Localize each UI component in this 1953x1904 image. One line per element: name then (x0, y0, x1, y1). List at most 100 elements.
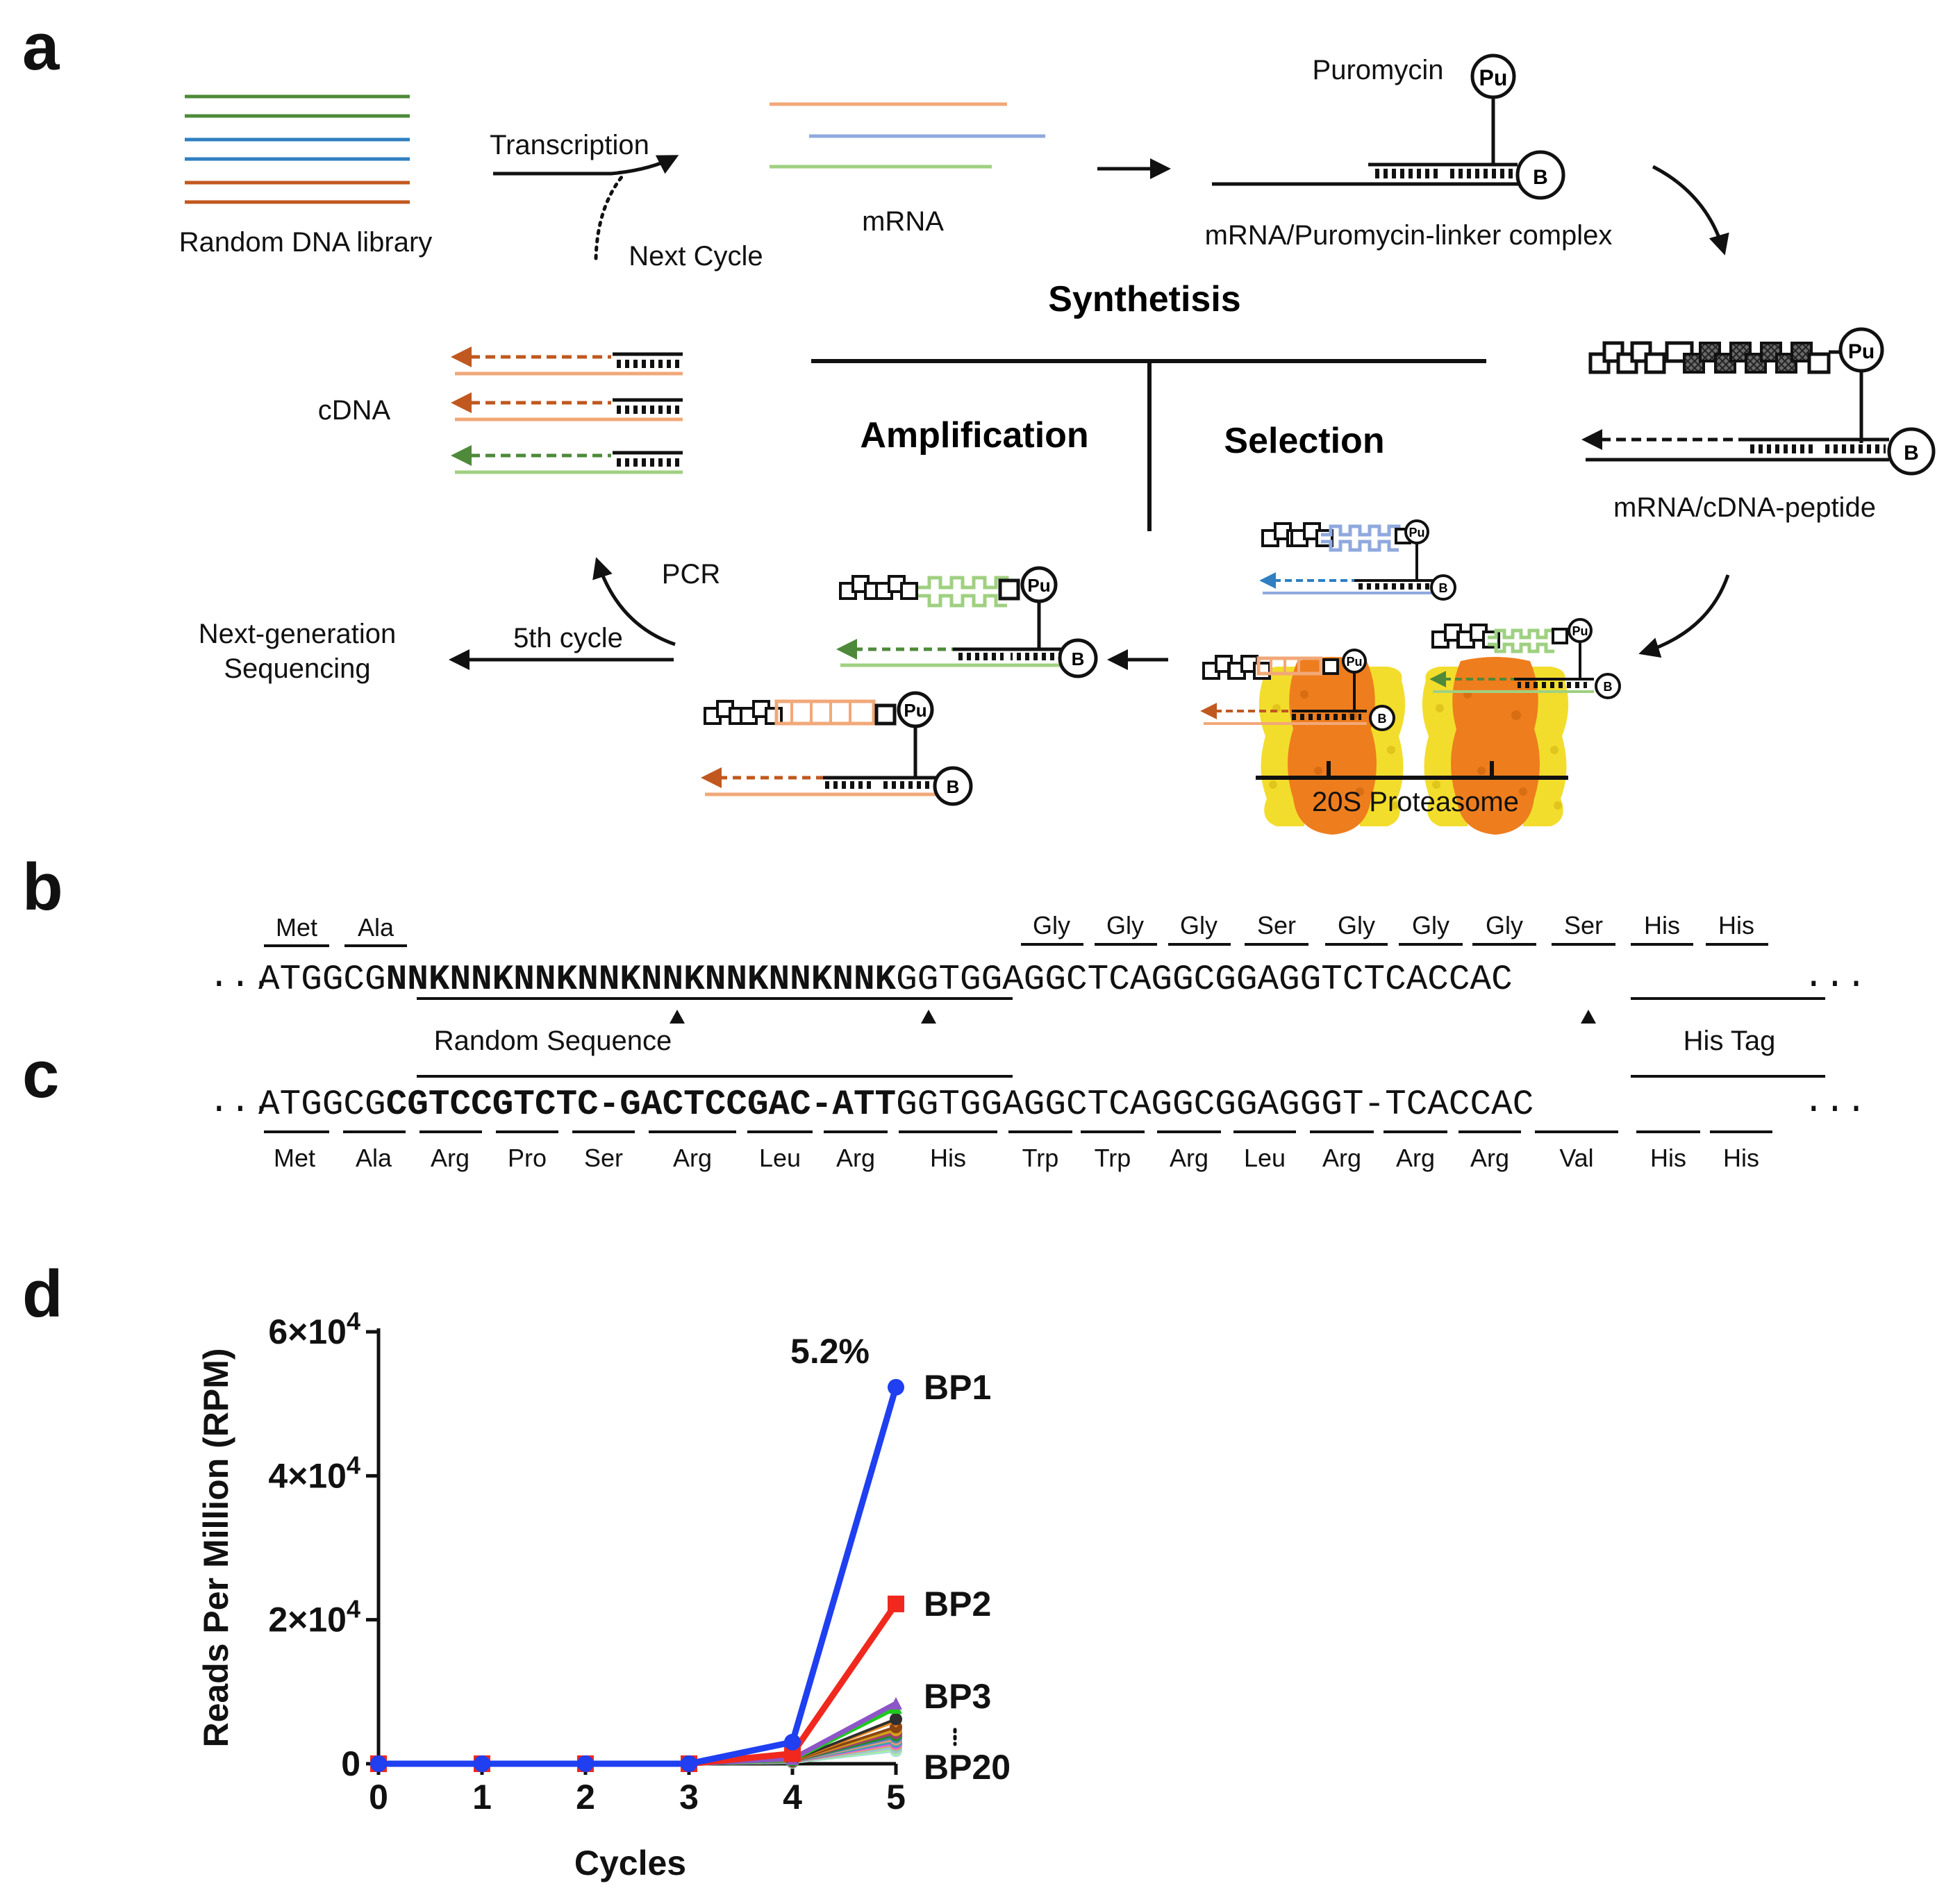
aa-label: Val (1559, 1144, 1593, 1172)
deletion-marker (1581, 1010, 1596, 1024)
biotin-badge-text: B (1378, 712, 1387, 726)
aa-label: Leu (1244, 1144, 1286, 1172)
y-tick-label-exponent: 4 (347, 1307, 360, 1335)
biotin-badge-text: B (1439, 581, 1448, 595)
biotin-badge-text: B (1072, 649, 1085, 669)
series-label: BP3 (924, 1677, 991, 1716)
aa-label: Ala (358, 913, 394, 942)
seq-c-ellipsis-left: ... (208, 1083, 272, 1122)
puromycin-label: Puromycin (1313, 55, 1444, 85)
aa-label: Gly (1338, 911, 1375, 940)
deletion-marker (921, 1010, 936, 1024)
aa-top-bars (264, 943, 1768, 947)
y-tick-label: 4×104 (268, 1451, 360, 1495)
complex-label: mRNA/Puromycin-linker complex (1205, 220, 1613, 251)
x-axis-title: Cycles (574, 1844, 686, 1882)
data-point (888, 1595, 904, 1612)
aa-label: Arg (431, 1144, 469, 1172)
aa-label: Gly (1180, 911, 1217, 940)
data-point (784, 1733, 801, 1751)
panel-label-c: c (22, 1037, 59, 1112)
aa-label: Trp (1095, 1144, 1131, 1172)
puromycin-badge-text: Pu (1346, 655, 1362, 669)
biotin-badge-text: B (947, 776, 960, 797)
selection-label: Selection (1224, 421, 1384, 461)
series-line (379, 1386, 899, 1767)
seq-c-selected: CGTCCGTCTC-GACTCCGAC-ATT (386, 1085, 897, 1125)
cdna-label: cDNA (318, 395, 391, 426)
puromycin-badge (1470, 53, 1516, 99)
random-dna-library-label: Random DNA library (179, 227, 433, 258)
y-tick-label: 6×104 (268, 1307, 360, 1351)
aa-label: His (1650, 1144, 1686, 1172)
puromycin-badge-text: Pu (1572, 624, 1588, 638)
puromycin-badge-text: Pu (1479, 65, 1508, 90)
synthesis-label: Synthetisis (1048, 279, 1240, 319)
y-tick-label-base: 4×10 (268, 1456, 347, 1495)
aa-label: Arg (1396, 1144, 1435, 1172)
aa-label: Met (274, 1144, 315, 1172)
random-sequence-label: Random Sequence (434, 1026, 672, 1056)
y-tick-label-exponent: 4 (347, 1451, 360, 1479)
aa-label: His (1644, 911, 1680, 940)
puromycin-badge-text: Pu (1848, 340, 1875, 363)
puromycin-linker-complex: Pu B (1212, 53, 1565, 200)
aa-label: His (1723, 1144, 1759, 1172)
data-point (890, 1712, 902, 1726)
seq-b-prefix: ATGGCG (258, 960, 386, 1000)
series-label: BP2 (924, 1585, 991, 1623)
data-point (888, 1378, 904, 1396)
aa-label: Trp (1022, 1144, 1059, 1172)
puromycin-badge-text: Pu (1408, 526, 1424, 540)
biotin-badge (1887, 427, 1936, 476)
aa-bottom-labels: Met Ala Arg Pro Ser Arg Leu Arg His Trp … (274, 1144, 1759, 1172)
aa-label: Arg (1322, 1144, 1361, 1172)
to-peptide-arrow (1652, 165, 1729, 256)
x-tick-label: 2 (576, 1778, 595, 1817)
ngs-label-line1: Next-generation (199, 619, 397, 649)
next-cycle-label: Next Cycle (629, 241, 763, 272)
puromycin-badge-text: Pu (1027, 575, 1050, 596)
panel-label-d: d (22, 1257, 63, 1331)
biotin-badge-text: B (1604, 680, 1613, 694)
aa-label: Gly (1486, 911, 1523, 940)
aa-label: Arg (673, 1144, 712, 1172)
aa-top-labels: Met Ala Gly Gly Gly Ser Gly Gly Gly Ser … (276, 911, 1754, 942)
aa-label: Gly (1033, 911, 1070, 940)
seq-b-line: ATGGCGNNKNNKNNKNNKNNKNNKNNKNNKGGTGGAGGCT… (258, 960, 1513, 1000)
panel-c: c ... ATGGCGCGTCCGTCTC-GACTCCGAC-ATTGGTG… (22, 1037, 1867, 1172)
aa-label: Ser (1564, 911, 1603, 940)
pcr-label: PCR (662, 559, 720, 590)
pcr-arrow (592, 557, 676, 646)
y-axis-title: Reads Per Million (RPM) (197, 1348, 235, 1747)
panel-a: a Random DNA library Transcription (22, 10, 1936, 835)
seq-c-prefix: ATGGCG (258, 1085, 386, 1125)
peak-annotation: 5.2% (790, 1332, 870, 1371)
data-point (681, 1755, 697, 1772)
biotin-badge-text: B (1533, 166, 1548, 189)
mrna-cdna-peptide-label: mRNA/cDNA-peptide (1613, 492, 1876, 523)
aa-label: Pro (508, 1144, 547, 1172)
aa-label: Ser (584, 1144, 623, 1172)
fifth-cycle-label: 5th cycle (513, 623, 623, 653)
aa-label: Gly (1106, 911, 1144, 940)
mrna-label: mRNA (862, 206, 944, 237)
aa-label: Gly (1412, 911, 1449, 940)
y-tick-label-exponent: 4 (347, 1595, 360, 1623)
series-label: BP20 (924, 1748, 1011, 1787)
panel-label-a: a (22, 10, 60, 84)
data-point (890, 1696, 902, 1710)
transcription-label: Transcription (490, 130, 649, 160)
mrna-strands (770, 102, 1045, 169)
seq-c-ellipsis-right: ... (1803, 1083, 1867, 1122)
aa-label: Arg (1470, 1144, 1509, 1172)
data-point (474, 1755, 490, 1772)
panel-b: b Met Ala Gly Gly Gly Ser Gly Gly Gly Se… (22, 850, 1867, 1056)
aa-label: Met (276, 913, 317, 942)
y-tick-label: 0 (341, 1744, 360, 1783)
unbound-complex: Pu B (1259, 519, 1456, 601)
aa-label: Arg (836, 1144, 875, 1172)
